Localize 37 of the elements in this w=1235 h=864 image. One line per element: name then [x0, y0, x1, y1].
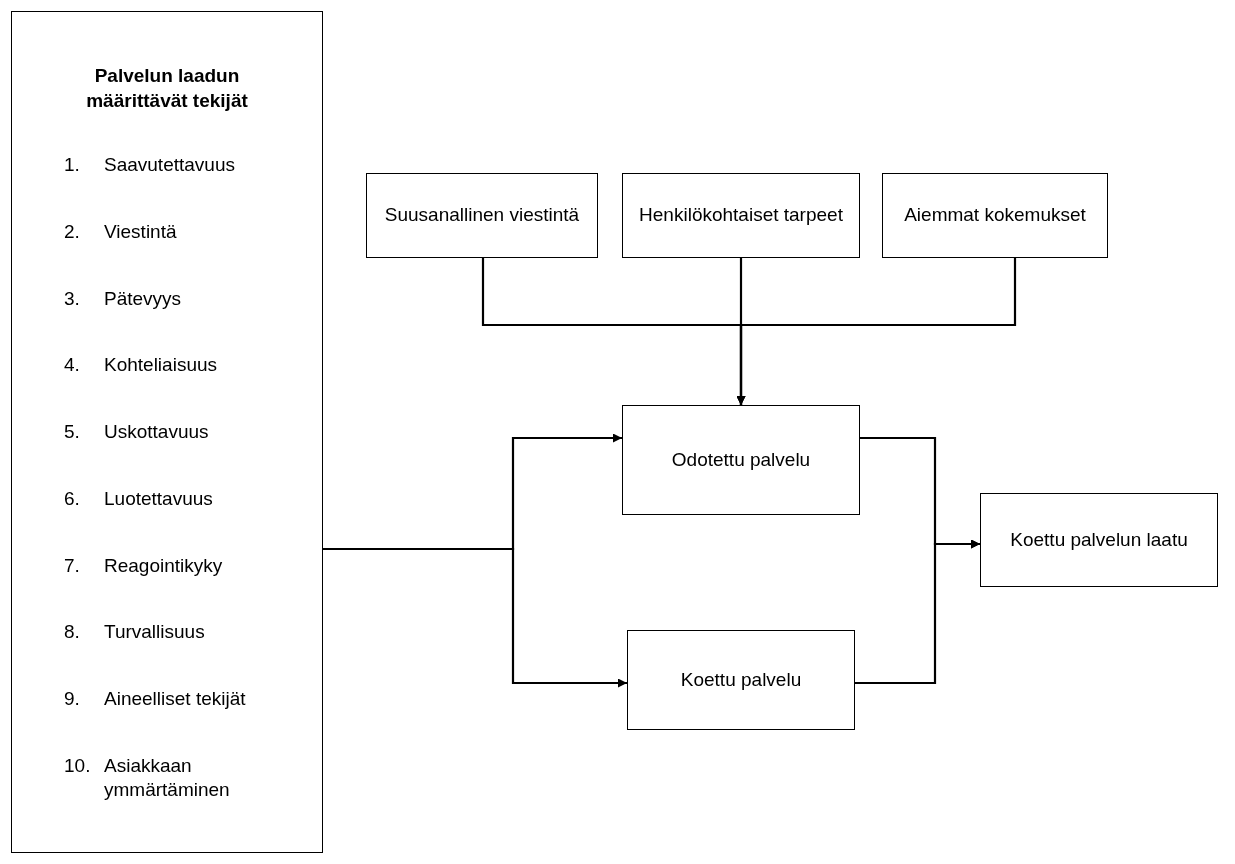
item-number: 8. [64, 620, 81, 645]
process-box [622, 405, 860, 515]
item-number: 9. [64, 686, 81, 711]
list-item: Luotettavuus [104, 486, 214, 511]
item-number: 10. [64, 753, 92, 778]
list-item: Viestintä [104, 220, 178, 245]
item-number: 3. [64, 286, 81, 311]
item-number: 7. [64, 553, 81, 578]
item-number: 5. [64, 420, 81, 445]
item-number: 2. [64, 220, 81, 245]
box-label: Suusanallinen viestintä [383, 204, 581, 227]
factor-list-box [11, 11, 323, 853]
box-label: Koettu palvelu [679, 668, 803, 692]
process-box [882, 173, 1108, 258]
list-item: Saavutettavuus [104, 153, 236, 178]
box-label: Koettu palvelun laatu [1009, 528, 1189, 552]
connector-arrow [855, 539, 980, 685]
box-label: Odotettu palvelu [670, 448, 812, 472]
box-label: Aiemmat kokemukset [903, 204, 1087, 227]
list-heading: Palvelun laadun määrittävät tekijät [85, 64, 249, 113]
box-label: Henkilökohtaiset tarpeet [638, 204, 844, 227]
list-item: Reagointikyky [104, 553, 224, 578]
process-box [627, 630, 855, 730]
connector-arrow [323, 547, 627, 688]
item-number: 6. [64, 486, 81, 511]
list-item: Pätevyys [104, 286, 183, 311]
process-box [980, 493, 1218, 587]
process-box [366, 173, 598, 258]
item-number: 4. [64, 353, 81, 378]
list-item: Uskottavuus [104, 420, 210, 445]
list-item: Kohteliaisuus [104, 353, 219, 378]
list-item: Asiakkaan ymmärtäminen [104, 753, 231, 803]
connector-arrow [736, 258, 1017, 405]
list-item: Aineelliset tekijät [104, 686, 247, 711]
item-number: 1. [64, 153, 81, 178]
list-item: Turvallisuus [104, 620, 206, 645]
process-box [622, 173, 860, 258]
